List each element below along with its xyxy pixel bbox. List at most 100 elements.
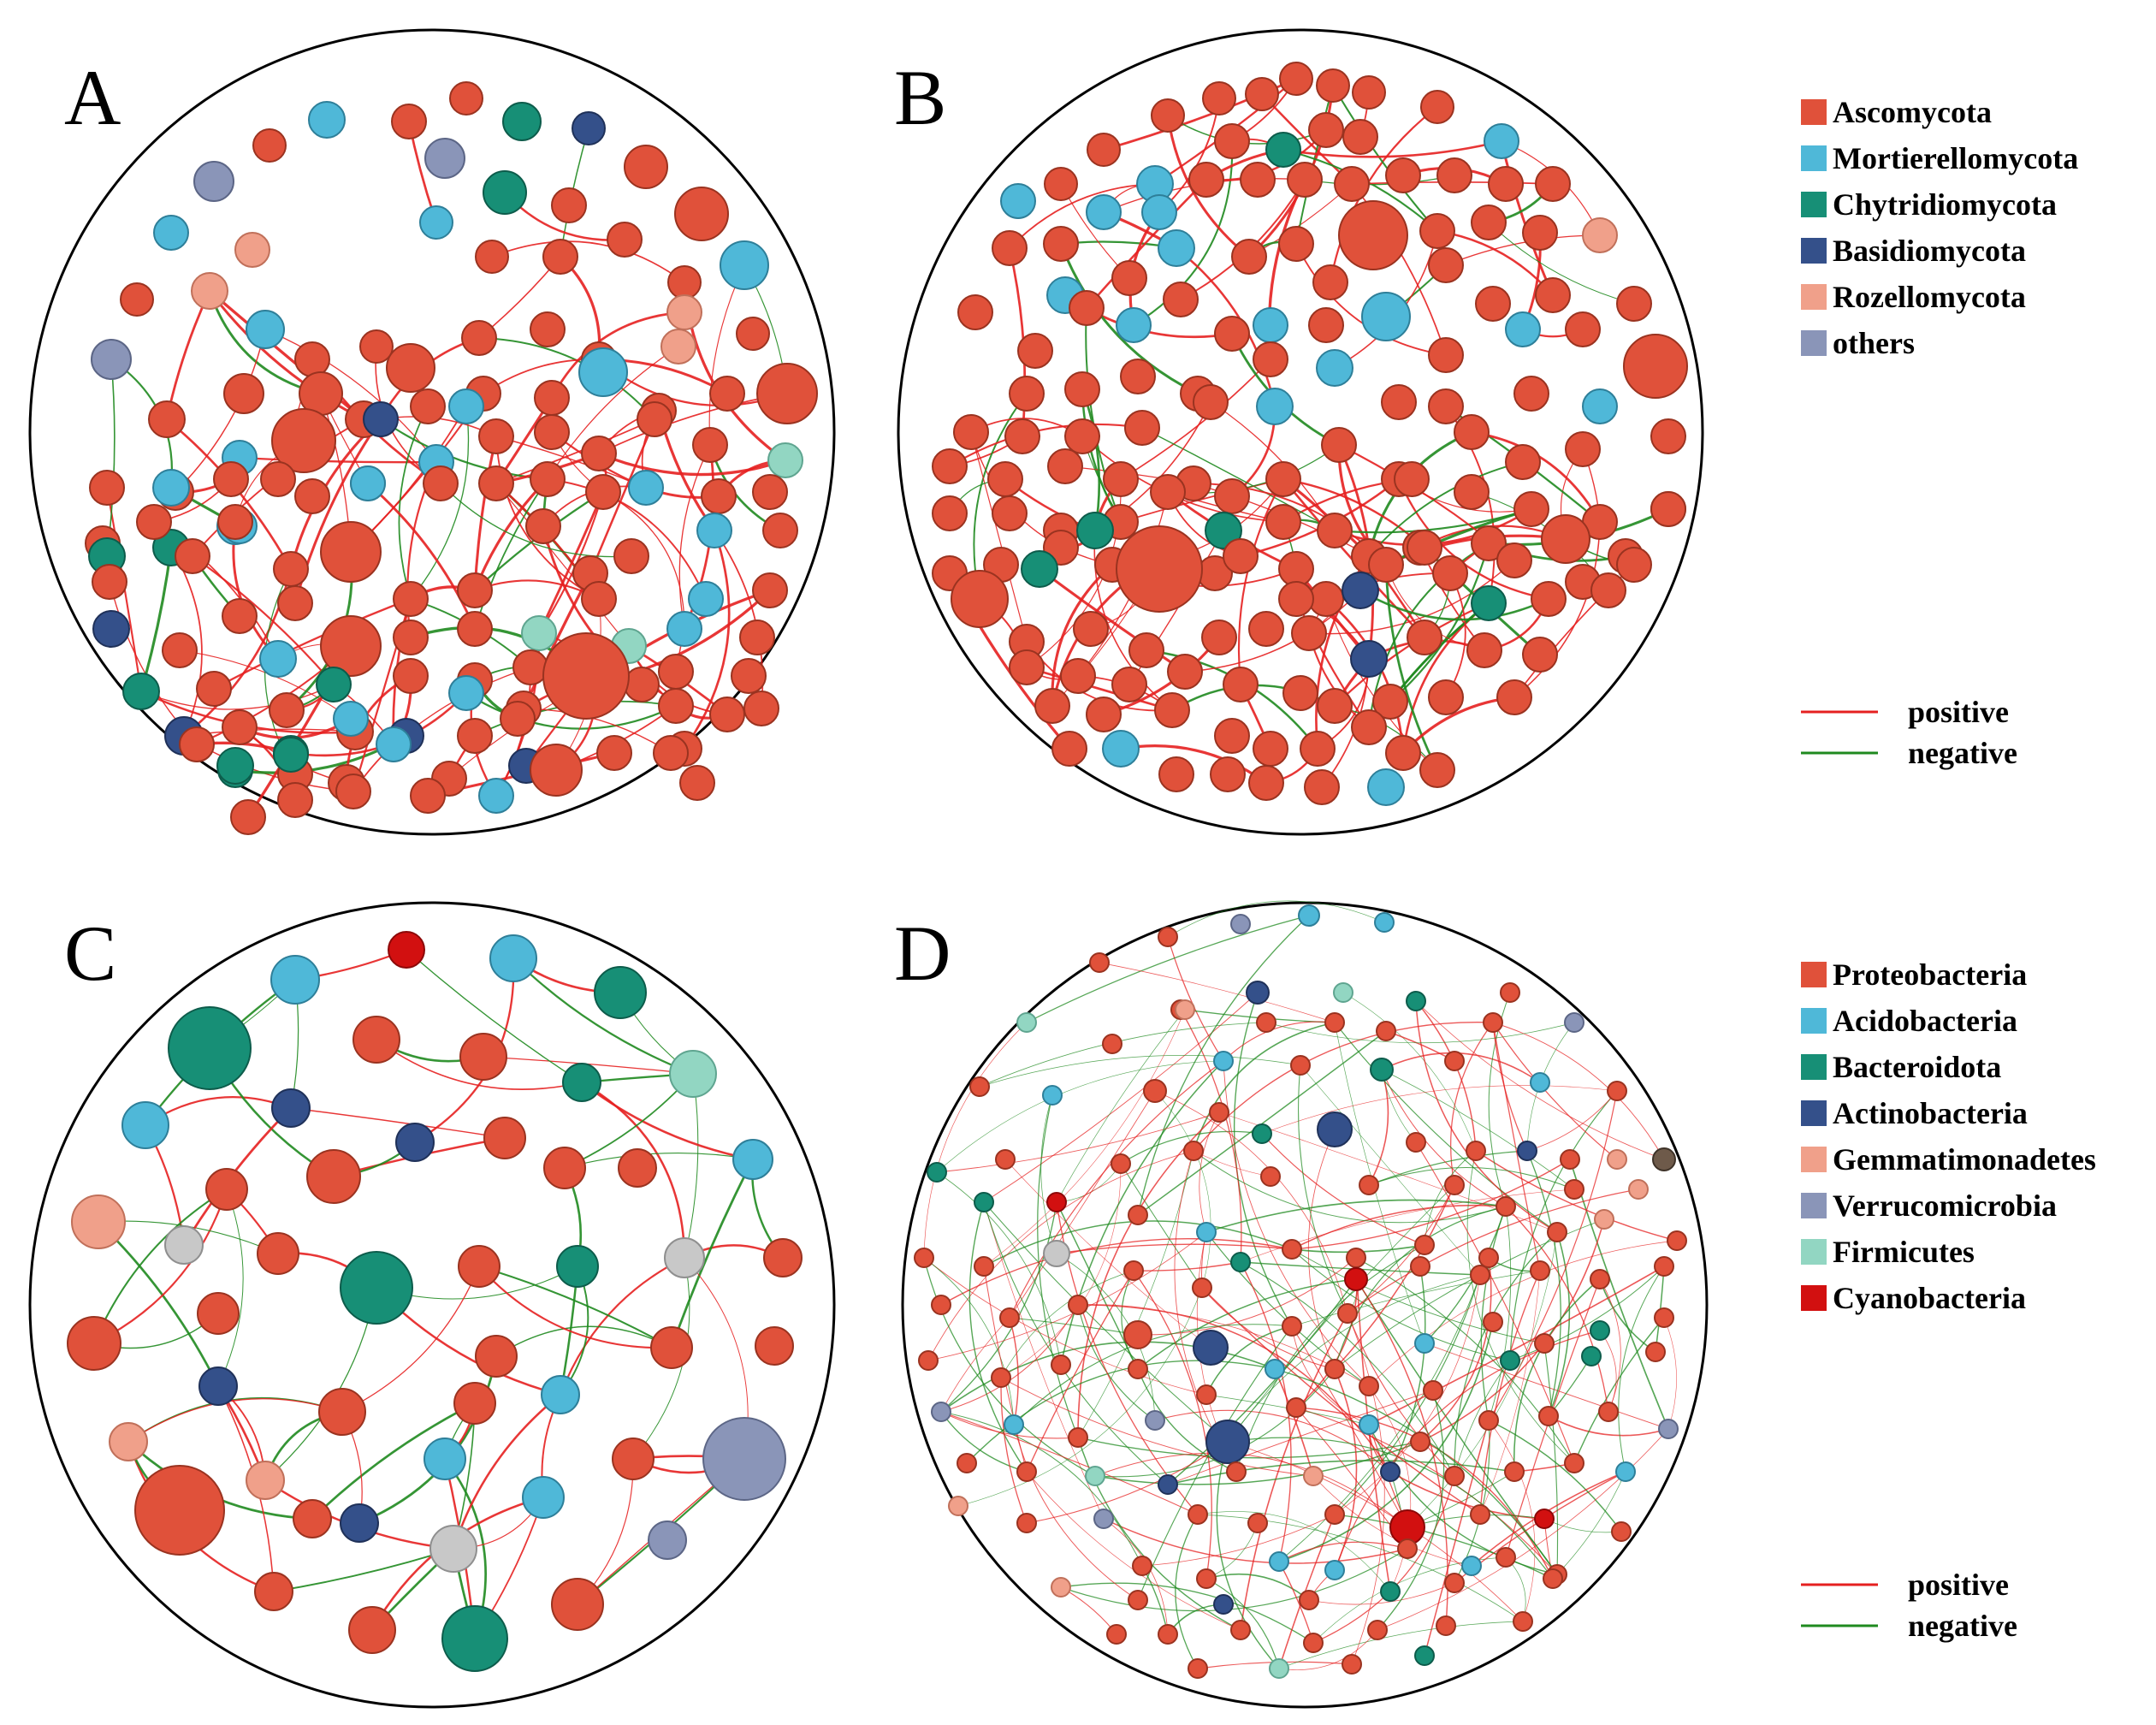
network-node (395, 1123, 435, 1162)
network-node (1454, 414, 1490, 450)
network-node (1317, 688, 1353, 724)
positive-edge (1180, 1009, 1242, 1263)
network-node (1547, 1222, 1567, 1242)
network-node (273, 737, 309, 773)
positive-edge (1141, 1514, 1336, 1567)
network-node (1594, 1209, 1614, 1230)
network-node (1667, 1230, 1687, 1251)
negative-edge (1359, 589, 1549, 621)
network-node (1565, 311, 1601, 347)
network-node (1406, 991, 1426, 1011)
network-node (1428, 679, 1464, 715)
negative-edge (1059, 243, 1199, 395)
network-node (1367, 1620, 1388, 1640)
network-node (393, 581, 429, 617)
negative-edge (1094, 1441, 1421, 1485)
positive-edge (1347, 1313, 1455, 1477)
network-node (1265, 504, 1301, 540)
network-node (1616, 286, 1652, 322)
network-node (702, 1417, 786, 1501)
positive-edge (581, 1081, 754, 1161)
panel-c-label: C (64, 910, 116, 997)
positive-edge (1166, 115, 1250, 258)
network-node (1308, 307, 1344, 343)
network-node (1214, 316, 1250, 352)
network-node (1531, 581, 1567, 617)
network-node (1374, 912, 1395, 933)
legend-item: Chytridiomycota (1801, 187, 2057, 222)
legend-label: Acidobacteria (1833, 1004, 2017, 1038)
network-node (1303, 1466, 1324, 1486)
legend-label: Proteobacteria (1833, 957, 2027, 992)
positive-edge (927, 1150, 1194, 1361)
network-node (1279, 62, 1313, 96)
positive-edge (940, 1411, 1199, 1515)
positive-edge (1419, 1257, 1492, 1443)
network-node (1193, 384, 1229, 420)
network-node (1541, 514, 1590, 564)
legend-label: Basidiomycota (1833, 234, 2026, 268)
network-node (1158, 1624, 1178, 1645)
network-node (453, 1382, 496, 1425)
network-node (1210, 756, 1246, 792)
positive-edge (1312, 1475, 1472, 1567)
negative-edge-label: negative (1908, 736, 2017, 770)
positive-edge (940, 1317, 1010, 1413)
network-node (388, 931, 425, 969)
network-node (755, 1326, 794, 1366)
negative-edge (217, 1189, 244, 1387)
network-node (475, 1335, 518, 1378)
network-node (109, 1422, 148, 1461)
negative-edge (1137, 1325, 1293, 1601)
negative-edge (1377, 1390, 1445, 1631)
negative-edge (1009, 1317, 1139, 1336)
network-node (1560, 1149, 1580, 1170)
network-node (1414, 1235, 1435, 1255)
network-node (1380, 1461, 1401, 1482)
network-node (762, 513, 798, 548)
legend-item: others (1801, 326, 1915, 360)
network-node (1581, 1346, 1602, 1366)
positive-edge (1086, 179, 1207, 309)
network-node (122, 673, 160, 710)
negative-edge (1085, 307, 1122, 523)
network-node (1582, 217, 1618, 253)
network-node (1324, 1012, 1345, 1033)
negative-edge (406, 949, 583, 1083)
panel-c-nodes (67, 931, 803, 1672)
network-node (1444, 1051, 1465, 1071)
network-node (350, 465, 386, 501)
legend-label: Ascomycota (1833, 95, 1992, 129)
network-node (650, 1326, 693, 1369)
network-node (653, 735, 689, 771)
network-node (1628, 1179, 1649, 1200)
network-node (1256, 388, 1294, 425)
network-node (1352, 75, 1386, 110)
network-node (1256, 1012, 1276, 1033)
panel-b: B (894, 28, 1704, 836)
network-node (222, 598, 258, 634)
network-node (932, 495, 968, 531)
legend-swatch (1801, 238, 1827, 264)
positive-edge (1184, 590, 1361, 673)
network-node (1359, 1175, 1379, 1195)
positive-edge (1488, 1420, 1536, 1622)
network-node (1543, 1568, 1563, 1589)
network-node (1034, 688, 1070, 724)
network-node (541, 1375, 580, 1414)
network-node (1471, 205, 1507, 240)
positive-edge (1137, 1257, 1357, 1336)
network-node (1154, 692, 1190, 728)
negative-edge (1274, 1368, 1558, 1575)
negative-edge (1548, 1231, 1571, 1417)
positive-edge (1026, 666, 1173, 712)
negative-edge (1167, 1460, 1515, 1485)
network-node (1128, 632, 1164, 668)
network-node (205, 1168, 248, 1211)
network-node (530, 461, 566, 497)
network-node (1009, 649, 1045, 685)
network-node (512, 649, 548, 685)
network-node (674, 187, 729, 241)
network-node (1565, 431, 1601, 467)
positive-edge (1500, 140, 1555, 296)
